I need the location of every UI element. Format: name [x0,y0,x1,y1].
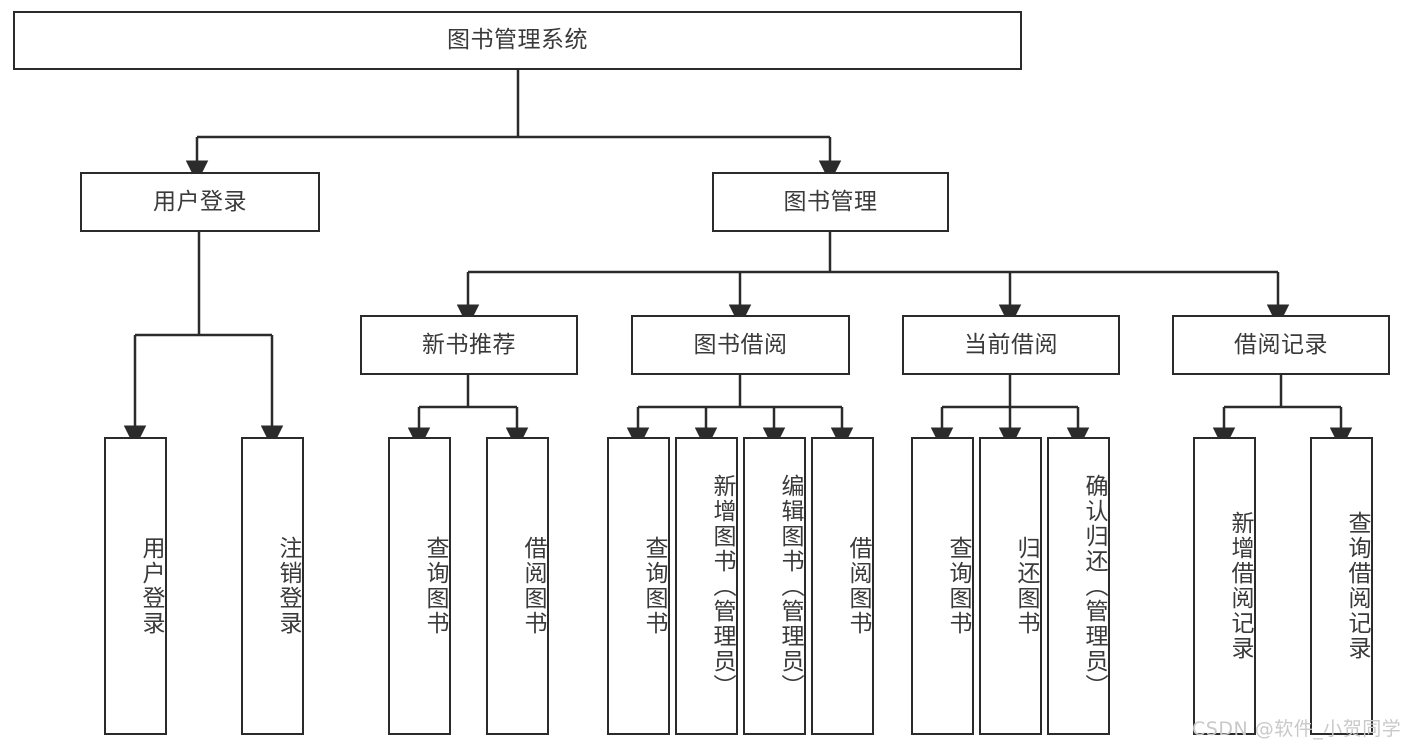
node-label: 用户登录 [138,536,164,636]
node-label: 查询图书 [641,536,667,636]
node-label: 图书借阅 [693,331,788,358]
leaf-borrow-add-book-admin[interactable]: 新增图书（管理员） [675,437,738,735]
node-user-login[interactable]: 用户登录 [80,172,320,232]
node-label: 查询图书 [422,536,448,636]
node-label: 查询图书 [945,536,971,636]
node-label: 查询借阅记录 [1344,511,1370,661]
node-current-borrow[interactable]: 当前借阅 [902,315,1120,375]
node-book-borrow[interactable]: 图书借阅 [631,315,850,375]
node-label: 注销登录 [275,536,301,636]
leaf-newbook-query-book[interactable]: 查询图书 [388,437,451,735]
node-label: 借阅图书 [520,536,546,636]
leaf-borrow-edit-book-admin[interactable]: 编辑图书（管理员） [743,437,806,735]
node-label: 图书管理系统 [447,27,588,54]
node-borrow-record[interactable]: 借阅记录 [1172,315,1390,375]
leaf-current-confirm-return-admin[interactable]: 确认归还（管理员） [1047,437,1110,735]
node-label: 归还图书 [1013,536,1039,636]
node-label: 借阅图书 [845,536,871,636]
leaf-current-query-book[interactable]: 查询图书 [911,437,974,735]
node-label: 图书管理 [783,188,878,215]
leaf-logout[interactable]: 注销登录 [241,437,304,735]
csdn-watermark: CSDN @软件_小贺同学 [1192,718,1402,740]
node-label: 新增图书（管理员） [709,473,735,699]
node-root-system[interactable]: 图书管理系统 [13,11,1022,70]
node-label: 用户登录 [153,188,247,215]
leaf-record-add-record[interactable]: 新增借阅记录 [1193,437,1256,735]
leaf-borrow-borrow-book[interactable]: 借阅图书 [811,437,874,735]
leaf-borrow-query-book[interactable]: 查询图书 [607,437,670,735]
leaf-newbook-borrow-book[interactable]: 借阅图书 [486,437,549,735]
node-book-management[interactable]: 图书管理 [712,172,949,232]
node-label: 借阅记录 [1234,331,1328,358]
node-new-book-recommend[interactable]: 新书推荐 [360,315,578,375]
node-label: 新书推荐 [422,331,516,358]
node-label: 当前借阅 [964,331,1058,358]
node-label: 新增借阅记录 [1227,511,1253,661]
node-label: 确认归还（管理员） [1081,473,1107,699]
leaf-current-return-book[interactable]: 归还图书 [979,437,1042,735]
leaf-user-login[interactable]: 用户登录 [104,437,167,735]
node-label: 编辑图书（管理员） [777,473,803,699]
leaf-record-query-record[interactable]: 查询借阅记录 [1310,437,1373,735]
